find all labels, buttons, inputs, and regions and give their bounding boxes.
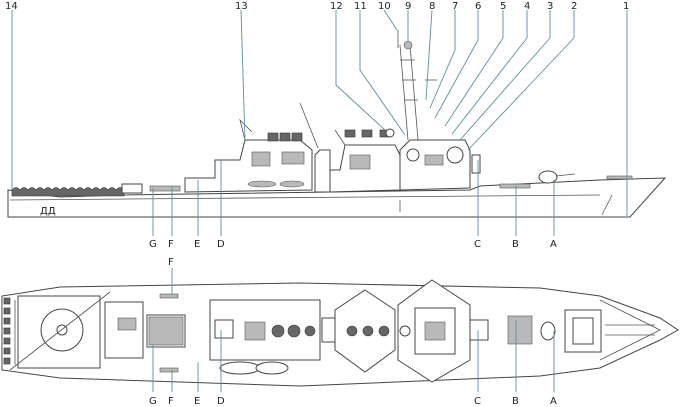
stern-deck-gear: [11, 187, 125, 197]
label-8: 8: [429, 1, 435, 12]
flight-deck: [3, 291, 111, 371]
leader-lines: [11, 9, 628, 392]
plan-label-f: F: [168, 396, 174, 407]
mast: [397, 30, 437, 141]
plan-view: [1, 279, 679, 387]
plan-forward-gun: [540, 321, 556, 341]
plan-aft-superstructure: [209, 299, 321, 361]
plan-label-d: D: [217, 396, 225, 407]
forward-vls: [507, 315, 533, 345]
label-4: 4: [524, 1, 530, 12]
label-1: 1: [623, 1, 629, 12]
plan-label-f-top: F: [168, 257, 174, 268]
label-11: 11: [354, 1, 367, 12]
profile-label-e: E: [194, 239, 200, 250]
profile-label-c: C: [474, 239, 481, 250]
plan-label-b: B: [512, 396, 519, 407]
profile-letter-labels: A B C D E F G: [149, 239, 557, 250]
plan-label-e: E: [194, 396, 200, 407]
hull-marking: ДД: [40, 206, 56, 217]
label-6: 6: [475, 1, 481, 12]
profile-number-labels: 1 2 3 4 5 6 7 8 9 10 11 12 13 14: [5, 1, 629, 12]
label-3: 3: [547, 1, 553, 12]
label-13: 13: [235, 1, 248, 12]
label-5: 5: [500, 1, 506, 12]
profile-label-d: D: [217, 239, 225, 250]
plan-label-a: A: [550, 396, 557, 407]
plan-label-g: G: [149, 396, 157, 407]
label-12: 12: [330, 1, 343, 12]
label-9: 9: [405, 1, 411, 12]
aft-superstructure: [184, 139, 313, 193]
profile-label-f: F: [168, 239, 174, 250]
plan-mid-superstructure: [321, 289, 396, 373]
aft-vls: [146, 314, 186, 348]
profile-label-b: B: [512, 239, 519, 250]
label-2: 2: [571, 1, 577, 12]
profile-label-a: A: [550, 239, 557, 250]
forward-gun: [538, 170, 576, 184]
plan-letter-labels: F A B C D E F G: [149, 257, 557, 407]
label-14: 14: [5, 1, 18, 12]
profile-label-g: G: [149, 239, 157, 250]
label-7: 7: [452, 1, 458, 12]
label-10: 10: [378, 1, 391, 12]
plan-forward-superstructure: [397, 279, 471, 383]
side-profile-view: ДД: [7, 30, 667, 218]
plan-label-c: C: [474, 396, 481, 407]
